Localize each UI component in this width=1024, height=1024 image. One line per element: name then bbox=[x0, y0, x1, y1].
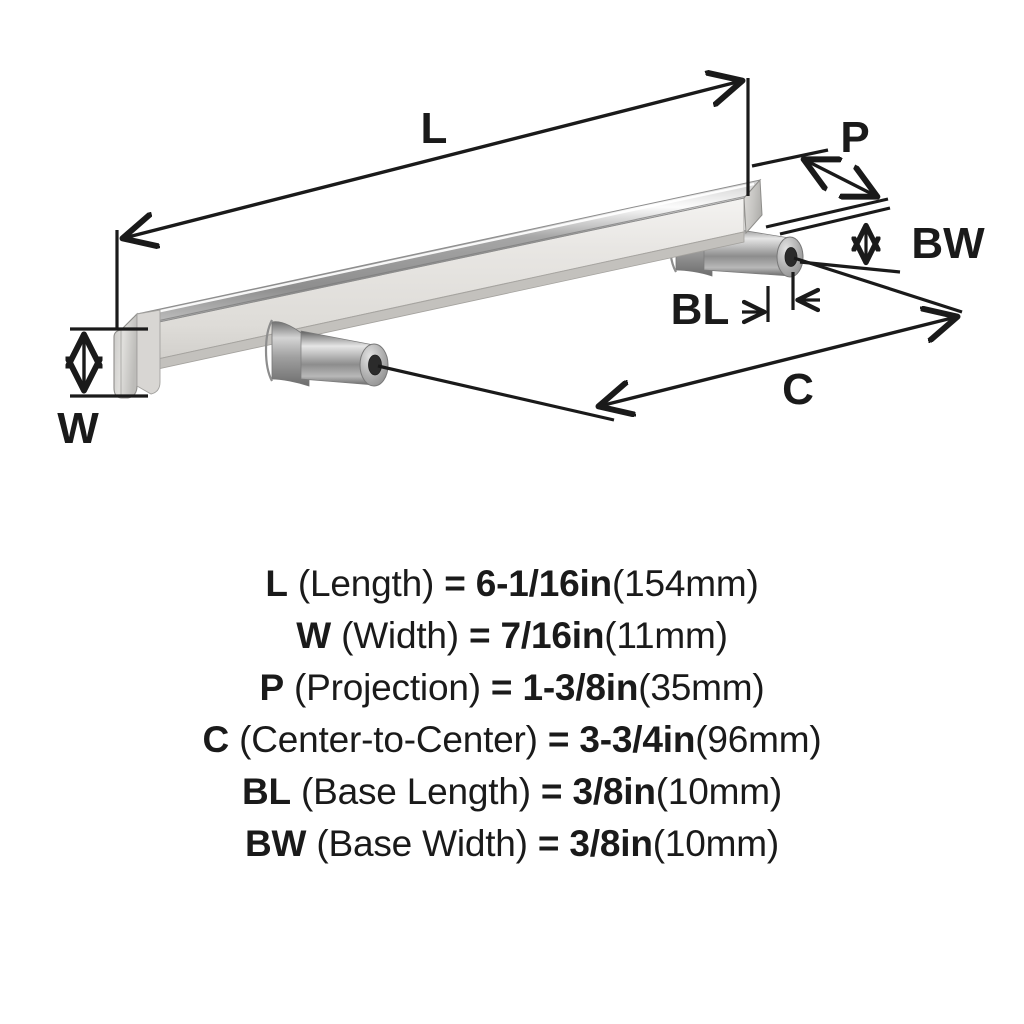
spec-code-W: W bbox=[296, 615, 331, 656]
spec-name-projection: (Projection) bbox=[294, 667, 481, 708]
ctc-leader-front bbox=[377, 364, 615, 422]
specifications-list: L (Length) = 6-1/16in(154mm) W (Width) =… bbox=[0, 558, 1024, 870]
ctc-leader-rear bbox=[793, 256, 963, 314]
spec-equals-projection: = bbox=[490, 667, 513, 708]
dimension-label-C: C bbox=[782, 365, 814, 414]
spec-row-center-to-center: C (Center-to-Center) = 3-3/4in(96mm) bbox=[0, 714, 1024, 766]
base-width-ext-top bbox=[779, 206, 891, 236]
spec-metric-base-width: (10mm) bbox=[652, 823, 779, 864]
spec-metric-base-length: (10mm) bbox=[655, 771, 783, 812]
spec-name-base-width: (Base Width) bbox=[316, 823, 528, 864]
spec-value-length: 6-1/16in bbox=[475, 563, 612, 604]
dimension-label-P: P bbox=[840, 113, 869, 162]
spec-value-center-to-center: 3-3/4in bbox=[579, 719, 696, 760]
product-diagram: L W P bbox=[57, 0, 985, 453]
spec-code-P: P bbox=[259, 667, 284, 708]
projection-measure-line bbox=[805, 160, 876, 196]
spec-name-width: (Width) bbox=[341, 615, 459, 656]
spec-equals-width: = bbox=[469, 615, 491, 656]
spec-equals-center-to-center: = bbox=[547, 719, 570, 760]
spec-row-base-length: BL (Base Length) = 3/8in(10mm) bbox=[0, 766, 1024, 818]
spec-value-projection: 1-3/8in bbox=[522, 667, 639, 708]
spec-metric-center-to-center: (96mm) bbox=[695, 719, 822, 760]
spec-value-base-length: 3/8in bbox=[572, 771, 656, 812]
spec-name-center-to-center: (Center-to-Center) bbox=[239, 719, 538, 760]
spec-name-length: (Length) bbox=[297, 563, 435, 604]
spec-name-base-length: (Base Length) bbox=[301, 771, 531, 812]
length-measure-line bbox=[124, 81, 741, 238]
dimension-base-width: BW bbox=[779, 206, 985, 274]
bar-front-face bbox=[120, 197, 745, 368]
post-collar-front bbox=[264, 319, 273, 382]
dimension-base-length: BL bbox=[671, 272, 820, 334]
dimension-label-BW: BW bbox=[911, 219, 985, 268]
spec-equals-base-width: = bbox=[537, 823, 560, 864]
dimension-width: W bbox=[57, 327, 148, 453]
dimension-projection: P bbox=[751, 113, 889, 229]
spec-row-width: W (Width) = 7/16in(11mm) bbox=[0, 610, 1024, 662]
dimension-label-BL: BL bbox=[671, 285, 730, 334]
mounting-post-front bbox=[264, 319, 389, 387]
spec-row-length: L (Length) = 6-1/16in(154mm) bbox=[0, 558, 1024, 610]
post-screw-hole-front bbox=[368, 354, 382, 376]
dimension-label-W: W bbox=[57, 404, 99, 453]
spec-metric-width: (11mm) bbox=[604, 615, 728, 656]
spec-metric-length: (154mm) bbox=[611, 563, 759, 604]
projection-ext-lower bbox=[765, 197, 889, 229]
projection-ext-upper bbox=[751, 148, 829, 168]
post-screw-hole-rear bbox=[784, 247, 798, 267]
spec-value-width: 7/16in bbox=[500, 615, 605, 656]
spec-metric-projection: (35mm) bbox=[638, 667, 765, 708]
spec-row-projection: P (Projection) = 1-3/8in(35mm) bbox=[0, 662, 1024, 714]
post-flare-front bbox=[271, 321, 310, 387]
spec-row-base-width: BW (Base Width) = 3/8in(10mm) bbox=[0, 818, 1024, 870]
dimension-length: L bbox=[115, 78, 750, 330]
spec-code-C: C bbox=[202, 719, 230, 760]
spec-code-BW: BW bbox=[245, 823, 307, 864]
dimension-center-to-center: C bbox=[377, 256, 963, 422]
diagram-canvas: L W P bbox=[57, 0, 985, 453]
spec-code-BL: BL bbox=[241, 771, 291, 812]
spec-equals-base-length: = bbox=[540, 771, 563, 812]
ctc-measure-line bbox=[600, 317, 956, 406]
spec-value-base-width: 3/8in bbox=[569, 823, 653, 864]
spec-code-L: L bbox=[265, 563, 288, 604]
dimension-label-L: L bbox=[421, 104, 448, 153]
bar-left-cap-body bbox=[136, 309, 161, 395]
spec-equals-length: = bbox=[444, 563, 466, 604]
